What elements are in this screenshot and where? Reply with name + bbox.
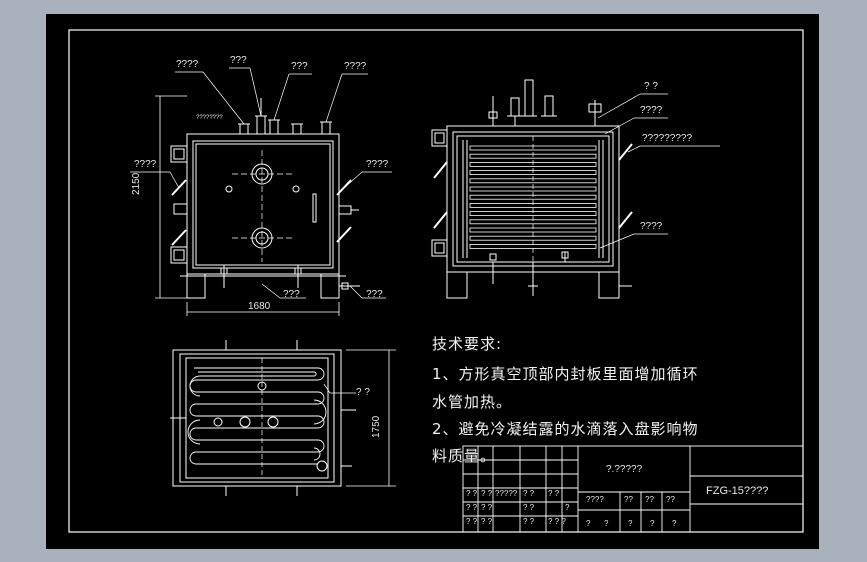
title-block-cell: ? ? <box>481 503 493 512</box>
front-dim-width: 1680 <box>248 301 271 312</box>
title-block-cell: ?? <box>666 495 675 504</box>
title-block-cell: ? ? <box>481 517 493 526</box>
title-block-grid <box>462 445 804 533</box>
title-block-cell: ? ? <box>466 503 478 512</box>
title-block-drawing-code: FZG-15???? <box>706 485 769 497</box>
tech-req-line-4: 料质量。 <box>432 447 497 465</box>
section-callout-2: ???? <box>640 105 663 116</box>
title-block-cell: ???? <box>586 495 604 504</box>
top-callout-1: ? ? <box>356 387 370 398</box>
drawing-sheet <box>46 14 819 549</box>
section-view <box>431 79 720 299</box>
front-callout-7: ??? <box>283 289 300 300</box>
tech-req-line-3: 2、避免冷凝结露的水滴落入盘影响物 <box>432 420 699 438</box>
tech-req-line-1: 1、方形真空顶部内封板里面增加循环 <box>432 365 699 383</box>
title-block-cell: ? ? <box>548 489 560 498</box>
front-dim-height: 2150 <box>131 172 142 195</box>
title-block-cell: ????? <box>495 489 518 498</box>
front-callout-1: ???? <box>176 59 199 70</box>
title-block-cell: ? <box>650 519 655 528</box>
title-block-cell: ? <box>672 519 677 528</box>
title-block-drawing-name: ?.????? <box>606 464 643 475</box>
drawing-frame <box>68 29 804 533</box>
title-block-cell: ? <box>604 519 609 528</box>
title-block-cell: ? ? ? <box>548 517 566 526</box>
tech-req-heading: 技术要求: <box>432 335 503 353</box>
title-block-cell: ? ? <box>523 503 535 512</box>
title-block-cell: ? ? <box>481 489 493 498</box>
top-view <box>170 340 396 496</box>
heating-coil <box>189 367 325 465</box>
section-callout-3: ????????? <box>642 133 693 144</box>
title-block-cell: ? ? <box>466 517 478 526</box>
title-block-cell: ? ? <box>523 489 535 498</box>
front-callout-6: ???? <box>366 159 389 170</box>
front-view <box>130 67 392 316</box>
title-block-cell: ? <box>586 519 591 528</box>
title-block-cell: ? <box>628 519 633 528</box>
tech-req-line-2: 水管加热。 <box>432 393 513 411</box>
title-block-cell: ? <box>565 503 570 512</box>
front-nameplate-text: ???????? <box>196 115 223 121</box>
front-callout-3: ??? <box>291 61 308 72</box>
section-callout-4: ???? <box>640 221 663 232</box>
front-callout-5: ???? <box>134 159 157 170</box>
title-block-cell: ? ? <box>466 489 478 498</box>
top-dim-depth: 1750 <box>371 415 382 438</box>
front-callout-8: ??? <box>366 289 383 300</box>
front-callout-2: ??? <box>230 55 247 66</box>
section-callout-1: ? ? <box>644 81 658 92</box>
title-block-cell: ? ? <box>523 517 535 526</box>
title-block-cell: ?? <box>645 495 654 504</box>
front-callout-4: ???? <box>344 61 367 72</box>
title-block-cell: ?? <box>624 495 633 504</box>
